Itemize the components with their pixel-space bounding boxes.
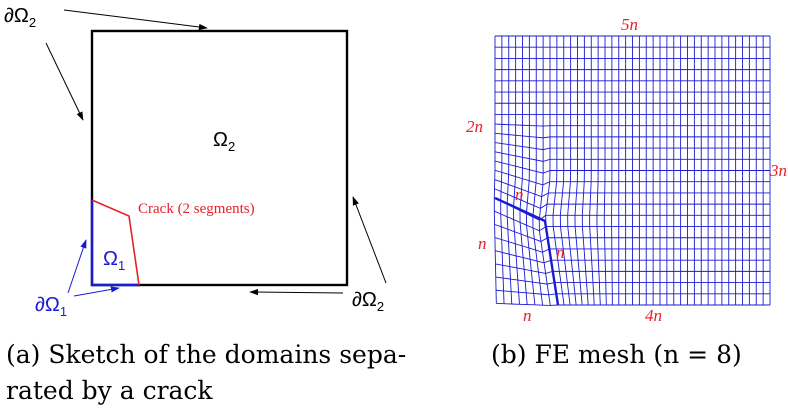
boundary1-label: ∂Ω1 xyxy=(35,294,67,319)
mesh-column-line xyxy=(552,36,565,306)
mesh-label-right: 3n xyxy=(769,161,787,180)
arrow-right-side xyxy=(352,196,387,284)
caption-a-line2: rated by a crack xyxy=(6,376,213,405)
omega2-label: Ω2 xyxy=(213,129,235,154)
mesh-label-bottom-left: n xyxy=(523,306,532,325)
mesh-column-line xyxy=(506,36,513,305)
omega1-boundary xyxy=(90,200,139,287)
fe-mesh xyxy=(493,35,771,306)
mesh-column-line xyxy=(574,36,583,306)
mesh-label-left-lower: n xyxy=(478,234,487,253)
arrow-top xyxy=(63,9,208,31)
mesh-column-line xyxy=(559,36,571,306)
mesh-column-line xyxy=(611,36,613,306)
mesh-column-line xyxy=(493,36,497,304)
boundary2-top-label: ∂Ω2 xyxy=(4,5,36,30)
domain-square xyxy=(90,29,349,287)
sketch-panel: Ω2 Ω1 Crack (2 segments) ∂Ω2 ∂Ω2 ∂Ω1 (a)… xyxy=(4,5,406,405)
mesh-label-crack-upper: n xyxy=(515,185,524,204)
mesh-label-bottom-right: 4n xyxy=(645,306,662,325)
mesh-label-left-upper: 2n xyxy=(466,117,483,136)
mesh-panel: 5n 2n 3n n n 4n n n (b) FE mesh (n = 8) xyxy=(466,15,787,369)
boundary2-right-label: ∂Ω2 xyxy=(352,289,384,314)
mesh-column-line xyxy=(589,36,595,306)
mesh-label-crack-lower: n xyxy=(556,243,565,262)
omega1-label: Ω1 xyxy=(103,248,125,273)
mesh-column-line xyxy=(513,36,520,305)
mesh-column-line xyxy=(581,36,589,306)
mesh-column-line xyxy=(596,36,601,306)
crack-line xyxy=(91,199,140,286)
mesh-crack-line xyxy=(494,196,560,306)
mesh-column-line xyxy=(519,36,528,305)
arrow-omega1-up xyxy=(67,239,87,294)
mesh-column-line xyxy=(500,36,505,304)
arrow-left xyxy=(45,42,84,121)
crack-label: Crack (2 segments) xyxy=(138,201,255,217)
mesh-column-line xyxy=(538,36,551,306)
mesh-column-line xyxy=(603,36,607,306)
mesh-label-top: 5n xyxy=(621,15,638,34)
mesh-column-line xyxy=(532,36,544,306)
mesh-column-line xyxy=(567,36,577,306)
arrow-bottom xyxy=(249,288,344,296)
caption-a-line1: (a) Sketch of the domains sepa- xyxy=(6,340,406,369)
arrow-omega1-right xyxy=(73,286,120,297)
caption-b: (b) FE mesh (n = 8) xyxy=(491,340,742,369)
mesh-column-line xyxy=(525,36,536,305)
